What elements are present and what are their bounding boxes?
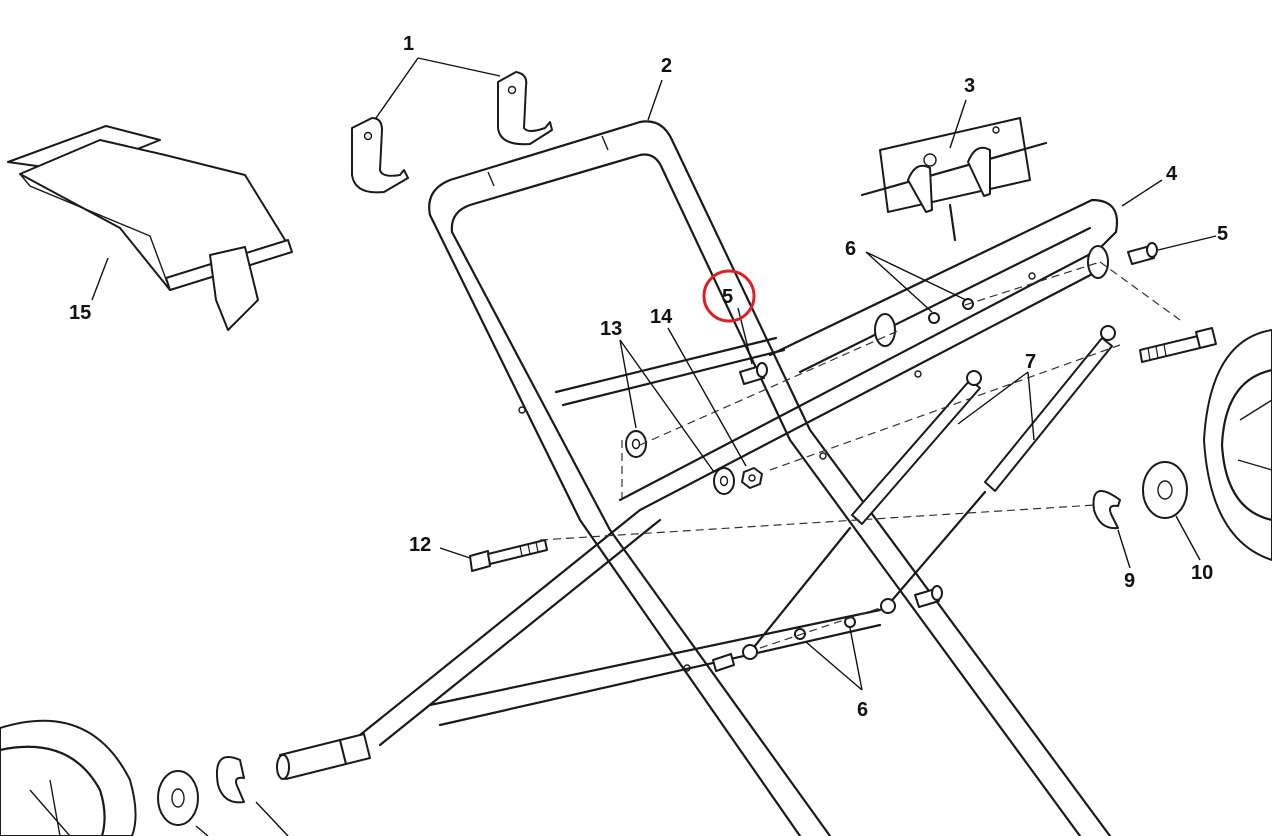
callout-1: 1 bbox=[403, 33, 414, 55]
hex-nut bbox=[741, 467, 763, 489]
callout-labels: 1 2 3 4 5 5 6 6 7 9 10 12 13 14 15 bbox=[69, 33, 1228, 721]
assembly-lines bbox=[539, 261, 1181, 649]
callout-6a: 6 bbox=[845, 238, 856, 260]
callout-12: 12 bbox=[409, 534, 431, 556]
callout-5b: 5 bbox=[722, 286, 733, 308]
e-clip-left bbox=[216, 756, 245, 804]
long-bolt bbox=[469, 539, 548, 572]
callout-7: 7 bbox=[1025, 351, 1036, 373]
callout-6b: 6 bbox=[857, 699, 868, 721]
leader-lines bbox=[91, 57, 1217, 836]
washer-left bbox=[157, 770, 199, 826]
axle-spacer bbox=[276, 733, 371, 780]
highlight-circle bbox=[702, 269, 756, 323]
gas-strut-right bbox=[880, 325, 1116, 614]
long-bolt-right bbox=[1139, 327, 1217, 363]
hook-right bbox=[497, 71, 553, 146]
wheel-left bbox=[0, 719, 137, 836]
callout-3: 3 bbox=[964, 75, 975, 97]
callout-13: 13 bbox=[600, 318, 622, 340]
washer-lower bbox=[713, 467, 735, 495]
washer-right bbox=[1142, 461, 1188, 519]
tray-part bbox=[7, 125, 293, 331]
callout-4: 4 bbox=[1166, 163, 1178, 185]
rear-frame bbox=[358, 198, 1119, 747]
clip-group-lower bbox=[794, 616, 856, 640]
e-clip-right bbox=[1092, 490, 1121, 530]
washer-upper bbox=[625, 430, 647, 458]
callout-9: 9 bbox=[1124, 570, 1135, 592]
pin-center bbox=[739, 362, 768, 385]
callout-14: 14 bbox=[650, 306, 673, 328]
upright-frame bbox=[428, 120, 1112, 836]
pin-lower-left bbox=[712, 653, 735, 672]
gas-strut-left bbox=[742, 370, 982, 660]
callout-2: 2 bbox=[661, 55, 672, 77]
hook-left bbox=[351, 117, 409, 194]
wheel-right bbox=[1203, 329, 1272, 561]
callout-10: 10 bbox=[1191, 562, 1213, 584]
callout-5a: 5 bbox=[1217, 223, 1228, 245]
pin-lower-right bbox=[914, 585, 943, 608]
pin-upper-right bbox=[1127, 242, 1158, 265]
handle-plate bbox=[860, 117, 1048, 242]
callout-15: 15 bbox=[69, 302, 91, 324]
